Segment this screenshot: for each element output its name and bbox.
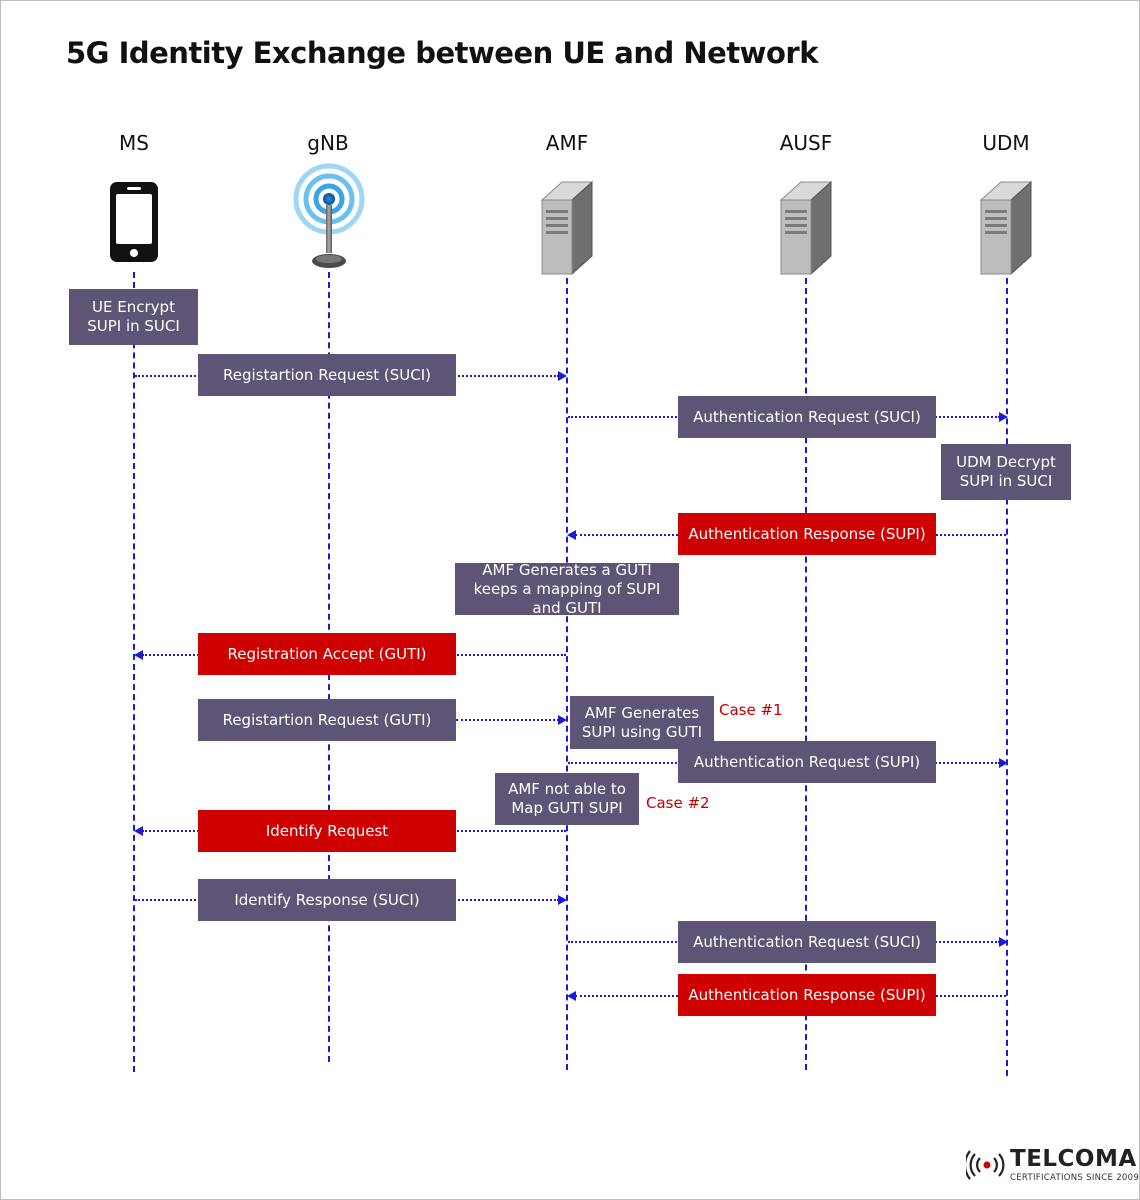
arrow-right-icon xyxy=(999,937,1008,947)
arrow-right-icon xyxy=(999,412,1008,422)
telcoma-logo: TELCOMA CERTIFICATIONS SINCE 2009 xyxy=(966,1146,1139,1186)
note-amf-generates-guti: AMF Generates a GUTI keeps a mapping of … xyxy=(455,561,679,617)
arrow-right-icon xyxy=(558,895,567,905)
server-icon xyxy=(979,180,1033,276)
entity-amf-label: AMF xyxy=(545,131,589,155)
server-icon xyxy=(540,180,594,276)
lifeline-ms xyxy=(133,272,135,1072)
antenna-icon xyxy=(293,163,365,268)
case-2-label: Case #2 xyxy=(646,794,710,812)
arrow-left-icon xyxy=(567,991,576,1001)
message-label: Registartion Request (SUCI) xyxy=(198,354,456,396)
note-amf-not-able-to-map: AMF not able to Map GUTI SUPI xyxy=(495,773,639,825)
message-label: Registration Accept (GUTI) xyxy=(198,633,456,675)
arrow-left-icon xyxy=(567,530,576,540)
arrow-left-icon xyxy=(134,650,143,660)
lifeline-ausf xyxy=(805,278,807,1070)
message-label: Registartion Request (GUTI) xyxy=(198,699,456,741)
message-line xyxy=(456,719,559,721)
entity-ms-label: MS xyxy=(119,131,149,155)
lifeline-amf xyxy=(566,278,568,1070)
logo-tagline: CERTIFICATIONS SINCE 2009 xyxy=(1010,1173,1140,1183)
message-label: Authentication Request (SUCI) xyxy=(678,921,936,963)
mobile-phone-icon xyxy=(110,182,158,262)
message-label: Authentication Response (SUPI) xyxy=(678,974,936,1016)
entity-ausf-label: AUSF xyxy=(779,131,833,155)
entity-gnb-label: gNB xyxy=(307,131,349,155)
lifeline-udm xyxy=(1006,278,1008,1076)
arrow-right-icon xyxy=(558,715,567,725)
note-ue-encrypt: UE Encrypt SUPI in SUCI xyxy=(69,289,198,345)
message-label: Authentication Request (SUPI) xyxy=(678,741,936,783)
note-udm-decrypt: UDM Decrypt SUPI in SUCI xyxy=(941,444,1071,500)
arrow-left-icon xyxy=(134,826,143,836)
logo-name: TELCOMA xyxy=(1010,1146,1137,1172)
message-label: Authentication Request (SUCI) xyxy=(678,396,936,438)
message-label: Identify Response (SUCI) xyxy=(198,879,456,921)
note-amf-generates-supi: AMF Generates SUPI using GUTI xyxy=(570,696,714,749)
message-label: Authentication Response (SUPI) xyxy=(678,513,936,555)
arrow-right-icon xyxy=(558,371,567,381)
page-title: 5G Identity Exchange between UE and Netw… xyxy=(66,36,818,70)
arrow-right-icon xyxy=(999,758,1008,768)
signal-waves-icon xyxy=(966,1150,1005,1180)
case-1-label: Case #1 xyxy=(719,701,783,719)
message-label: Identify Request xyxy=(198,810,456,852)
entity-udm-label: UDM xyxy=(982,131,1030,155)
server-icon xyxy=(779,180,833,276)
